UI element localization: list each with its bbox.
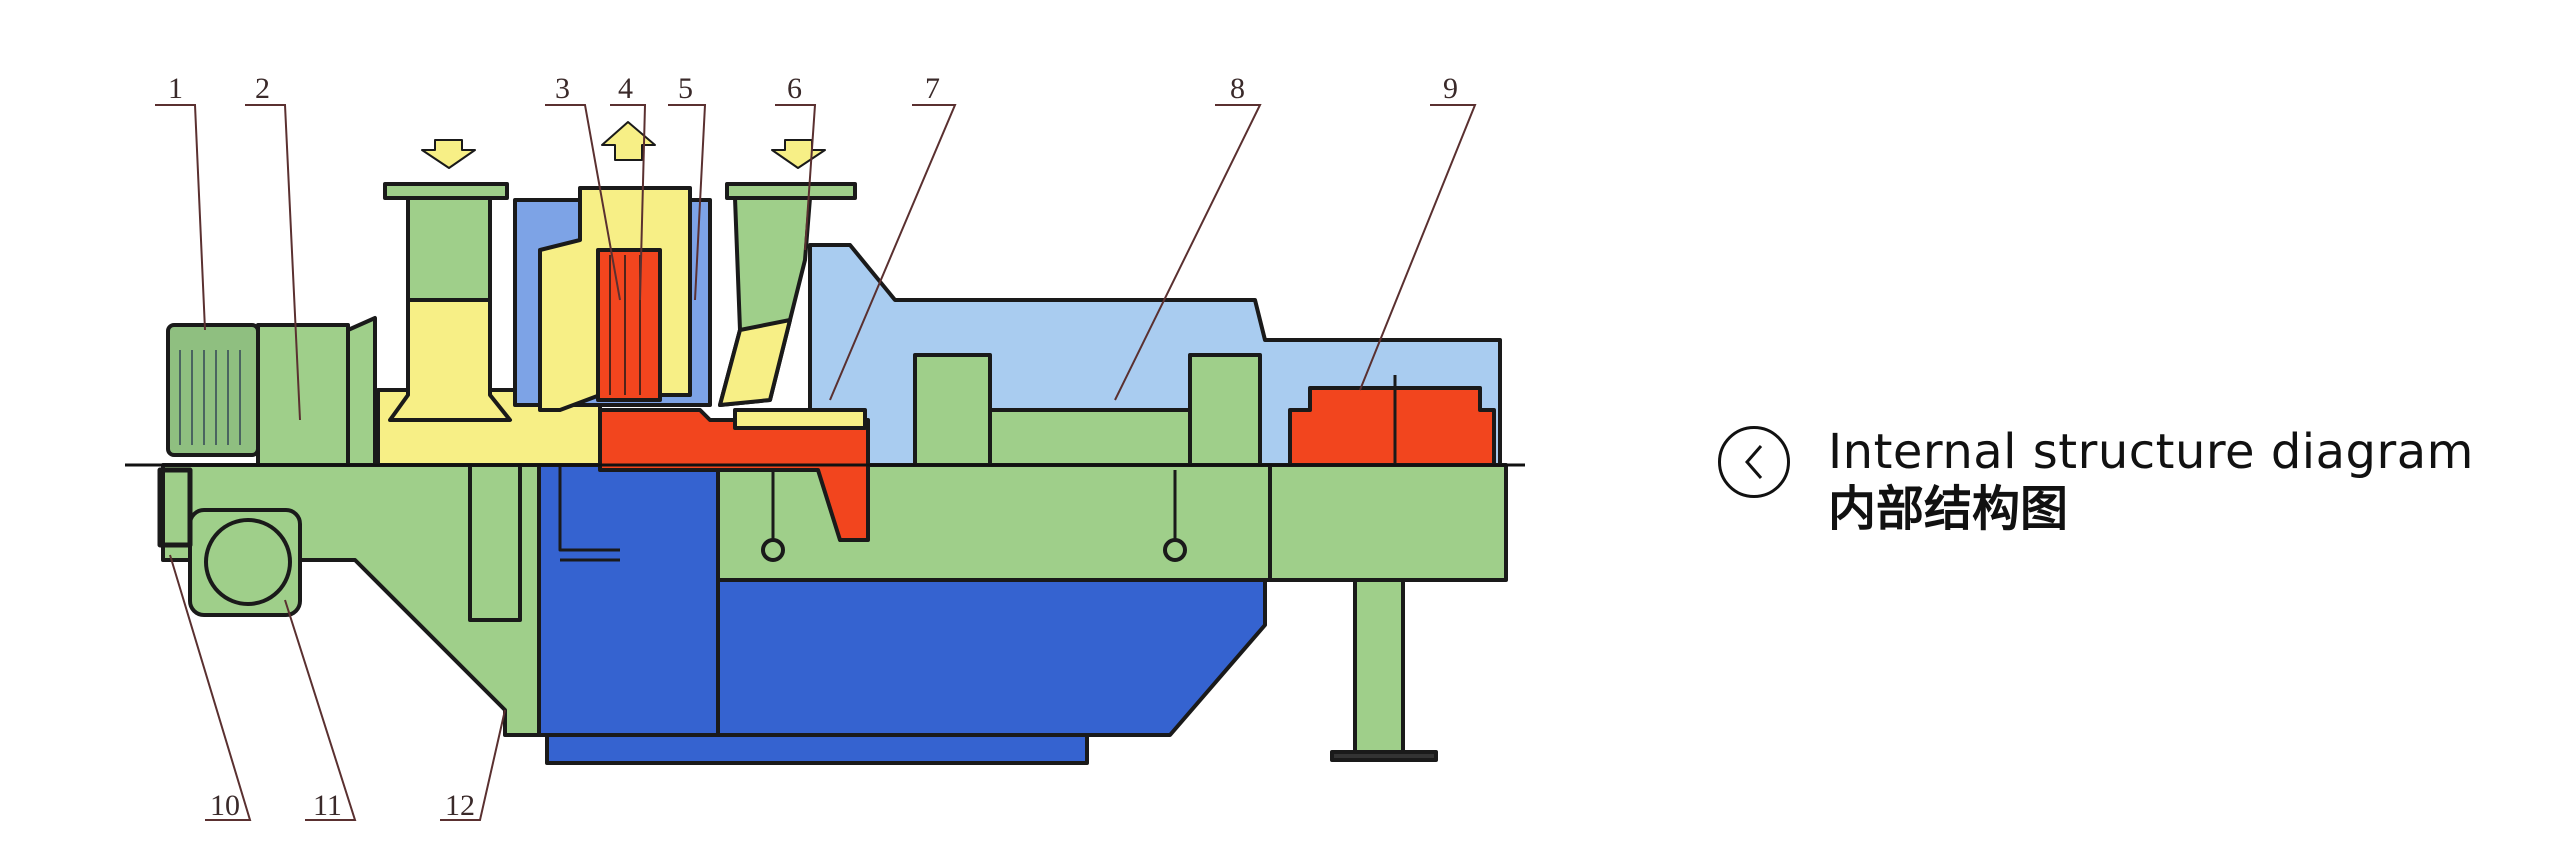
label-6: 6 <box>787 72 802 105</box>
rotor-3 <box>596 248 662 402</box>
chevron-left-icon <box>1745 445 1763 479</box>
label-7: 7 <box>925 72 940 105</box>
bearing-seat-7 <box>733 408 867 430</box>
support-leg <box>1353 578 1405 757</box>
inlet-flange-left <box>383 182 509 200</box>
outlet-arrow <box>601 121 656 161</box>
belt-guard-10 <box>157 467 193 548</box>
inlet-flange-right <box>725 182 857 200</box>
label-10: 10 <box>210 789 240 822</box>
feed-arrow-right <box>771 139 826 169</box>
label-8: 8 <box>1230 72 1245 105</box>
label-3: 3 <box>555 72 570 105</box>
label-1: 1 <box>168 72 183 105</box>
back-button[interactable] <box>1718 426 1790 498</box>
diagram-caption: Internal structure diagram 内部结构图 <box>1718 424 2474 538</box>
pulley-11 <box>204 518 292 606</box>
feed-arrow-left <box>421 139 476 169</box>
label-2: 2 <box>255 72 270 105</box>
support-foot <box>1330 750 1438 762</box>
caption-title-zh: 内部结构图 <box>1828 481 2069 537</box>
drive-motor-9 <box>1288 386 1496 467</box>
label-12: 12 <box>445 789 475 822</box>
label-11: 11 <box>313 789 342 822</box>
tank-base-band <box>545 733 1089 765</box>
label-4: 4 <box>618 72 633 105</box>
bearing-housing-left <box>913 353 992 467</box>
caption-title-en: Internal structure diagram <box>1828 424 2474 480</box>
main-shaft <box>598 408 870 542</box>
motor-1 <box>166 323 260 457</box>
bearing-housing-right <box>1188 353 1262 467</box>
label-9: 9 <box>1443 72 1458 105</box>
label-5: 5 <box>678 72 693 105</box>
